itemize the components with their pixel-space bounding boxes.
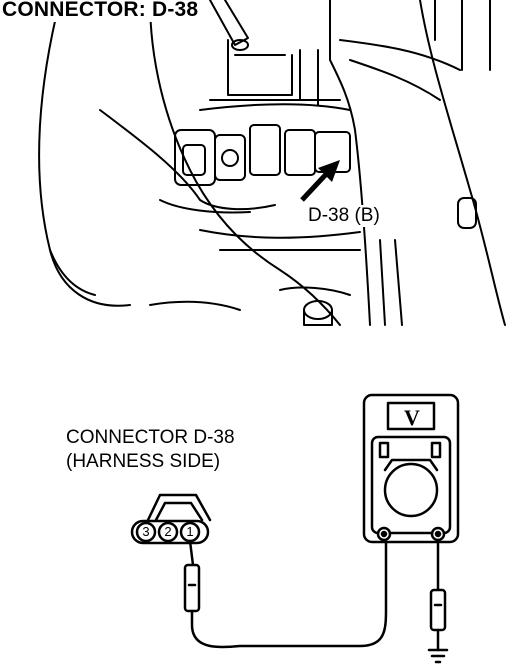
positive-probe — [427, 538, 449, 664]
negative-probe — [183, 538, 388, 649]
page-title: CONNECTOR: D-38 — [2, 0, 203, 22]
connector-label: CONNECTOR D-38 (HARNESS SIDE) — [66, 426, 235, 474]
harness-connector — [130, 493, 212, 545]
pin-1: 1 — [186, 524, 194, 539]
voltmeter — [362, 393, 460, 544]
pin-2: 2 — [164, 524, 172, 539]
callout-label: D-38 (B) — [306, 205, 382, 227]
voltage-symbol: V — [404, 405, 420, 430]
connector-label-line1: CONNECTOR D-38 — [66, 427, 235, 448]
pin-3: 3 — [142, 524, 150, 539]
connector-label-line2: (HARNESS SIDE) — [66, 451, 221, 472]
callout-arrow — [300, 160, 340, 202]
